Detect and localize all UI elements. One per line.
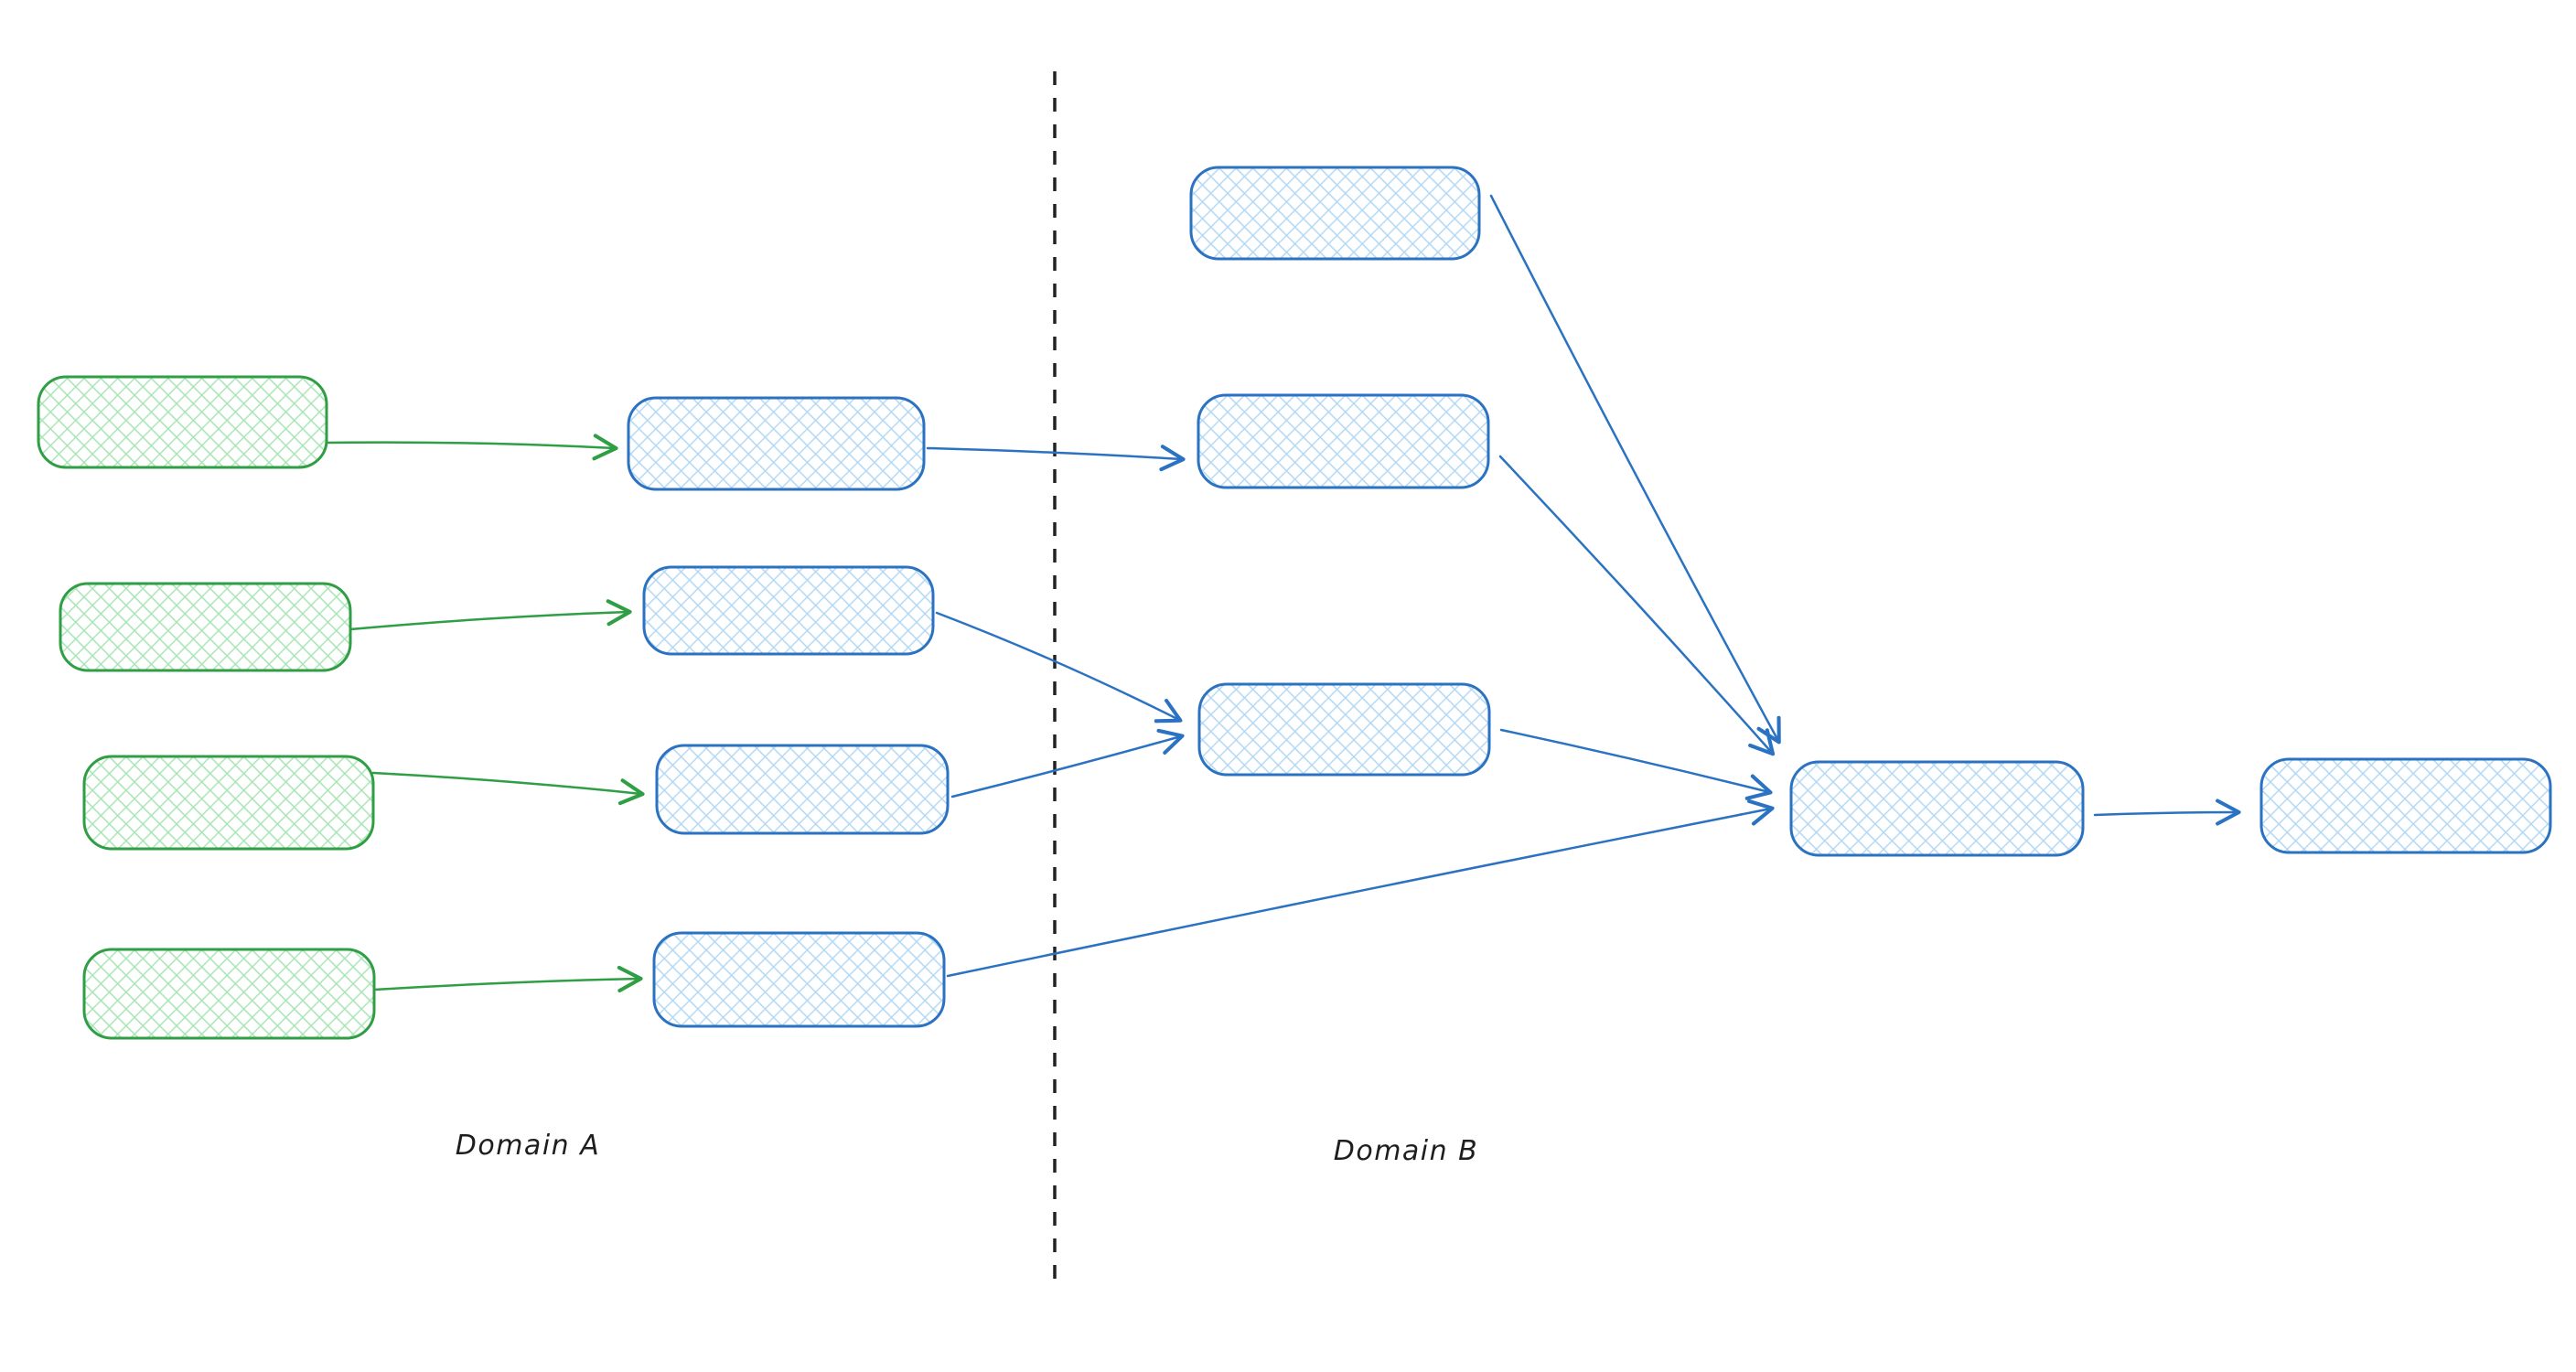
edge-m4-to-hub [946,799,1775,978]
edge-m2-to-blow [935,611,1183,724]
edge-m3-to-blow [950,728,1185,799]
node-a-map-2 [642,565,935,656]
node-a-map-4 [652,931,946,1028]
node-b-low [1197,682,1491,777]
edge-btop-to-hub [1489,194,1781,745]
edge-a2-to-m2 [349,599,632,631]
edge-a4-to-m4 [372,965,643,993]
edge-a3-to-m3 [371,771,645,806]
node-b-hub [1789,760,2085,857]
edge-hub-to-out [2093,799,2241,826]
domain-b-label: Domain B [1334,1135,1479,1167]
node-a-src-3 [82,755,375,851]
node-a-src-2 [59,582,352,672]
edge-blow-to-hub [1499,728,1773,800]
node-a-src-1 [37,375,328,469]
edge-m1-to-bmid [926,445,1186,472]
node-a-map-3 [655,744,950,835]
node-b-top [1189,166,1481,261]
node-b-out [2259,757,2552,854]
edge-bmid-to-hub [1498,455,1776,756]
node-a-src-4 [82,948,376,1040]
edge-a1-to-m1 [325,434,618,461]
domain-a-label: Domain A [456,1130,600,1162]
node-a-map-1 [627,396,926,491]
node-b-mid [1197,393,1490,489]
